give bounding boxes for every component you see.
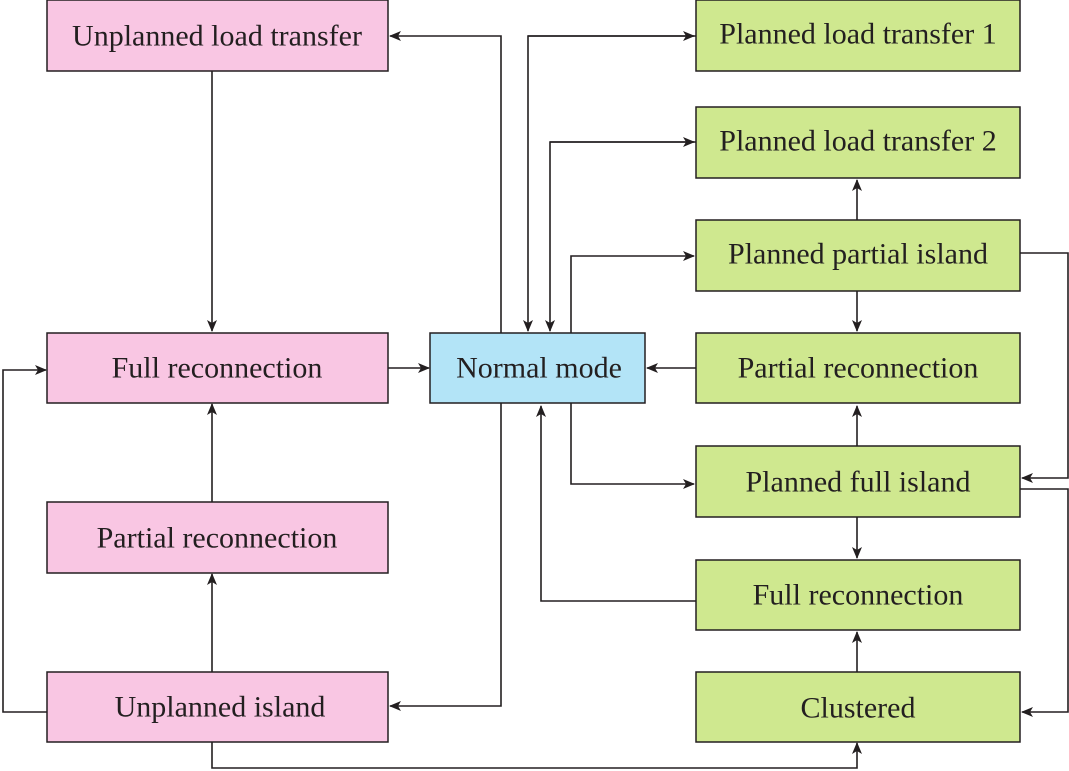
node-clustered: Clustered	[695, 671, 1021, 743]
node-label: Partial reconnection	[738, 352, 979, 385]
node-label: Full reconnection	[753, 579, 964, 612]
node-full-reconnection-right: Full reconnection	[695, 559, 1021, 631]
node-planned-load-transfer-1: Planned load transfer 1	[695, 0, 1021, 72]
node-label: Planned partial island	[728, 238, 988, 271]
node-full-reconnection-left: Full reconnection	[46, 332, 389, 404]
node-label: Full reconnection	[112, 352, 323, 385]
node-label: Unplanned island	[115, 691, 326, 724]
edge-normal-to-unplanned-island	[389, 403, 502, 711]
node-label: Partial reconnection	[97, 522, 338, 555]
edge-planned-full-island-to-clustered	[1020, 488, 1069, 717]
node-partial-reconnection-left: Partial reconnection	[46, 501, 389, 574]
node-label: Clustered	[801, 692, 916, 725]
node-unplanned-island: Unplanned island	[46, 671, 389, 743]
node-label: Normal mode	[456, 352, 622, 385]
node-planned-full-island: Planned full island	[695, 445, 1021, 518]
edge-unplanned-island-to-clustered	[211, 742, 862, 769]
node-planned-load-transfer-2: Planned load transfer 2	[695, 106, 1021, 179]
edge-planned-load-transfer-1-to-normal	[523, 35, 696, 332]
node-unplanned-load-transfer: Unplanned load transfer	[46, 0, 389, 72]
node-partial-reconnection-right: Partial reconnection	[695, 332, 1021, 404]
connectors	[2, 31, 1069, 769]
edge-planned-partial-island-to-planned-full-island	[1020, 252, 1069, 483]
node-planned-partial-island: Planned partial island	[695, 219, 1021, 292]
node-label: Planned load transfer 1	[719, 18, 996, 51]
edge-normal-to-planned-full-island	[570, 403, 695, 489]
node-label: Unplanned load transfer	[72, 20, 362, 53]
edge-unplanned-island-to-full-reconnection	[2, 365, 47, 713]
edge-normal-to-planned-partial-island	[570, 251, 695, 333]
edge-planned-load-transfer-2-to-normal	[545, 141, 696, 332]
edge-full-reconnection-to-normal	[536, 405, 696, 602]
edge-normal-to-unplanned-load-transfer	[389, 31, 502, 333]
node-normal-mode: Normal mode	[429, 332, 646, 404]
node-label: Planned full island	[746, 466, 971, 499]
node-label: Planned load transfer 2	[719, 125, 996, 158]
